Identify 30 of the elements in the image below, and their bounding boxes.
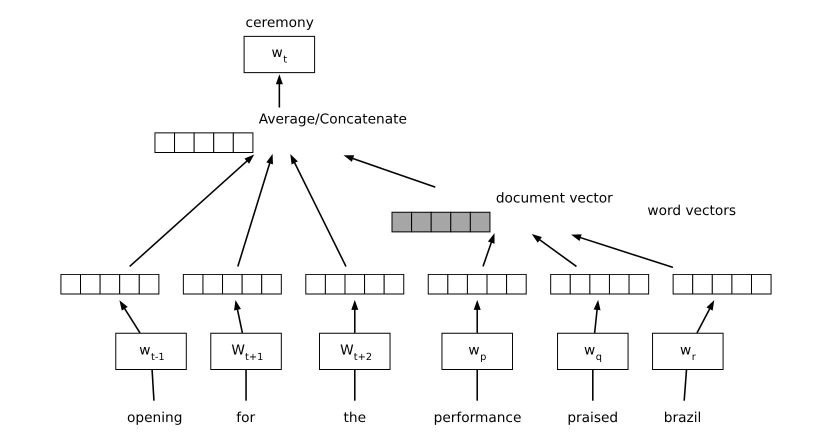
arrow bbox=[118, 300, 140, 334]
arrow bbox=[234, 300, 243, 334]
connector bbox=[476, 370, 478, 401]
arrow bbox=[593, 300, 600, 333]
node-text: opening bbox=[126, 410, 182, 426]
arrow bbox=[350, 300, 358, 333]
node-text: performance bbox=[433, 410, 521, 426]
node-label: ceremony bbox=[245, 14, 314, 31]
connector bbox=[354, 370, 356, 401]
arrow bbox=[473, 300, 480, 333]
label: word vectors bbox=[646, 202, 736, 219]
arrow bbox=[343, 155, 436, 188]
node-text: for bbox=[236, 410, 255, 426]
node-text: brazil bbox=[663, 410, 701, 426]
node-text: praised bbox=[566, 410, 618, 426]
node-label: Average/Concatenate bbox=[258, 111, 406, 128]
connector bbox=[682, 370, 687, 401]
node-text: the bbox=[343, 410, 366, 426]
arrow bbox=[482, 233, 494, 267]
arrow bbox=[290, 154, 346, 267]
arrow bbox=[236, 154, 272, 267]
arrow bbox=[531, 234, 576, 268]
arrow bbox=[128, 154, 254, 268]
node-label: document vector bbox=[495, 190, 612, 207]
connector bbox=[592, 370, 594, 401]
arrow bbox=[570, 234, 673, 268]
arrow bbox=[696, 300, 714, 334]
arrow bbox=[275, 74, 282, 108]
connector bbox=[244, 370, 246, 401]
connector bbox=[150, 370, 154, 401]
